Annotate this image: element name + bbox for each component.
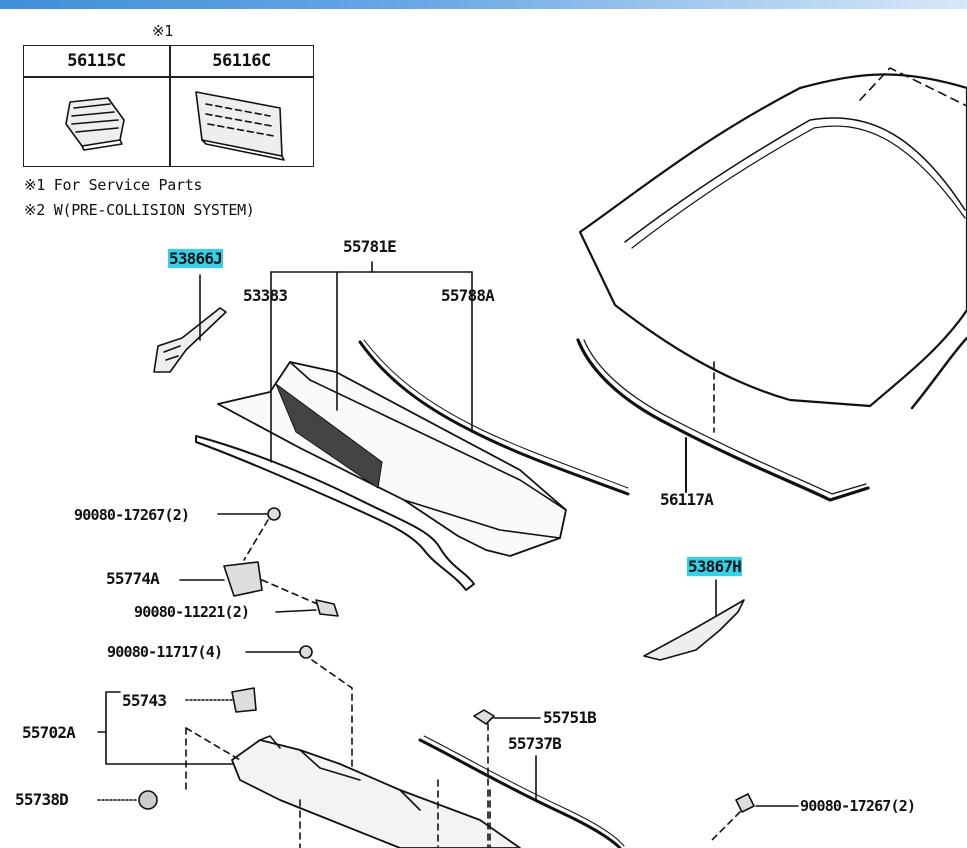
callout-90080-11717[interactable]: 90080-11717(4): [107, 643, 223, 661]
callout-53383[interactable]: 53383: [243, 286, 288, 305]
callout-90080-17267-b[interactable]: 90080-17267(2): [800, 797, 916, 815]
cowl-lower-panel: [231, 739, 521, 848]
fastener-90080-11221: [315, 599, 339, 617]
part-56115c-illustration: [65, 97, 125, 151]
service-parts-mark: ※1: [152, 22, 173, 40]
leader-55781e: [270, 261, 473, 463]
moulding-56117a: [576, 338, 870, 502]
part-53867h: [643, 599, 745, 661]
part-55751b: [473, 709, 495, 725]
leader-55702a: [97, 691, 251, 765]
table-horizontal-divider: [24, 76, 313, 78]
callout-55788a[interactable]: 55788A: [441, 286, 495, 305]
fastener-90080-17267-a: [267, 507, 281, 521]
note-service-parts: ※1 For Service Parts: [24, 176, 203, 194]
windshield-glass: [578, 67, 967, 408]
callout-53867h[interactable]: 53867H: [687, 557, 742, 576]
callout-55781e[interactable]: 55781E: [343, 237, 397, 256]
fastener-90080-17267-b: [735, 793, 755, 813]
service-part-56116c-label: 56116C: [212, 51, 271, 71]
callout-55751b[interactable]: 55751B: [543, 708, 597, 727]
callout-90080-17267-a[interactable]: 90080-17267(2): [74, 506, 190, 524]
callout-53866j[interactable]: 53866J: [168, 249, 223, 268]
top-gradient-bar: [0, 0, 967, 9]
seal-55788a: [358, 340, 630, 496]
callout-55702a[interactable]: 55702A: [22, 723, 76, 742]
cowl-lower-seal: [195, 435, 475, 591]
table-vertical-divider: [169, 46, 171, 166]
part-55774a: [223, 561, 263, 597]
callout-55743[interactable]: 55743: [122, 691, 167, 710]
callout-55774a[interactable]: 55774A: [106, 569, 160, 588]
note-pre-collision: ※2 W(PRE-COLLISION SYSTEM): [24, 201, 255, 219]
fastener-90080-11717: [299, 645, 313, 659]
part-55738d: [138, 790, 158, 810]
callout-56117a[interactable]: 56117A: [660, 490, 714, 509]
callout-55737b[interactable]: 55737B: [508, 734, 562, 753]
callout-55738d[interactable]: 55738D: [15, 790, 69, 809]
callout-90080-11221[interactable]: 90080-11221(2): [134, 603, 250, 621]
seal-55737b: [418, 738, 622, 848]
part-53866j-bracket: [153, 307, 227, 373]
cowl-panel-55781e: [217, 361, 567, 557]
part-55743: [231, 687, 257, 713]
part-56116c-illustration: [195, 91, 285, 161]
side-moulding: [910, 336, 967, 410]
service-part-56115c-label: 56115C: [67, 51, 126, 71]
leader-90080-11221: [275, 609, 317, 613]
